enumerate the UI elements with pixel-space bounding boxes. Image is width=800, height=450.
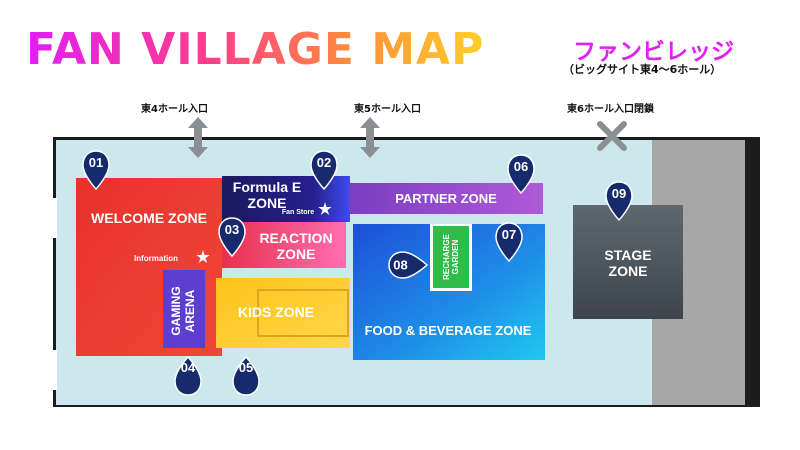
- gaming-arena[interactable]: GAMING ARENA: [169, 286, 197, 336]
- map-pin-icon: [218, 217, 246, 258]
- map-pin-icon: [310, 150, 338, 191]
- entrance-label-east6: 東6ホール入口閉鎖: [567, 104, 654, 115]
- map-pin-icon: [174, 355, 202, 396]
- map-marker-05[interactable]: 05: [231, 355, 261, 397]
- map-pin-icon: [388, 251, 429, 279]
- map-pin-icon: [82, 150, 110, 191]
- recharge-garden[interactable]: RECHARGE GARDEN: [441, 234, 460, 280]
- entrance-label-east5: 東5ホール入口: [354, 104, 421, 115]
- fan-store-star-icon: ★: [318, 201, 332, 219]
- fan-store-label: Fan Store: [281, 208, 315, 216]
- map-title: FAN VILLAGE MAP: [26, 24, 485, 75]
- information-label: Information: [134, 254, 178, 264]
- entrance-arrow-east5: [360, 117, 380, 158]
- food-beverage-zone[interactable]: FOOD & BEVERAGE ZONE: [364, 322, 532, 338]
- map-pin-icon: [507, 154, 535, 195]
- map-marker-04[interactable]: 04: [173, 355, 203, 397]
- entrance-arrow-east4: [188, 117, 208, 158]
- map-marker-07[interactable]: 07: [494, 221, 524, 263]
- stage-zone[interactable]: STAGE ZONE: [604, 246, 652, 279]
- reaction-zone[interactable]: REACTION ZONE: [259, 229, 333, 262]
- map-subtitle-jp: （ビッグサイト東4〜6ホール）: [563, 63, 722, 76]
- formula-e-zone[interactable]: Formula E ZONE: [232, 178, 302, 211]
- closed-entrance-icon: [597, 121, 627, 151]
- information-star-icon: ★: [196, 249, 210, 267]
- welcome-zone[interactable]: WELCOME ZONE: [91, 209, 207, 226]
- partner-zone[interactable]: PARTNER ZONE: [395, 190, 497, 206]
- entrance-label-east4: 東4ホール入口: [141, 104, 208, 115]
- map-marker-09[interactable]: 09: [604, 180, 634, 222]
- map-marker-06[interactable]: 06: [506, 153, 536, 195]
- map-marker-03[interactable]: 03: [217, 216, 247, 258]
- map-pin-icon: [605, 181, 633, 222]
- map-marker-08[interactable]: 08: [387, 250, 429, 280]
- kids-zone[interactable]: KIDS ZONE: [237, 303, 315, 320]
- map-title-jp: ファンビレッジ: [573, 39, 734, 65]
- map-marker-02[interactable]: 02: [309, 149, 339, 191]
- map-pin-icon: [495, 222, 523, 263]
- map-marker-01[interactable]: 01: [81, 149, 111, 191]
- map-pin-icon: [232, 355, 260, 396]
